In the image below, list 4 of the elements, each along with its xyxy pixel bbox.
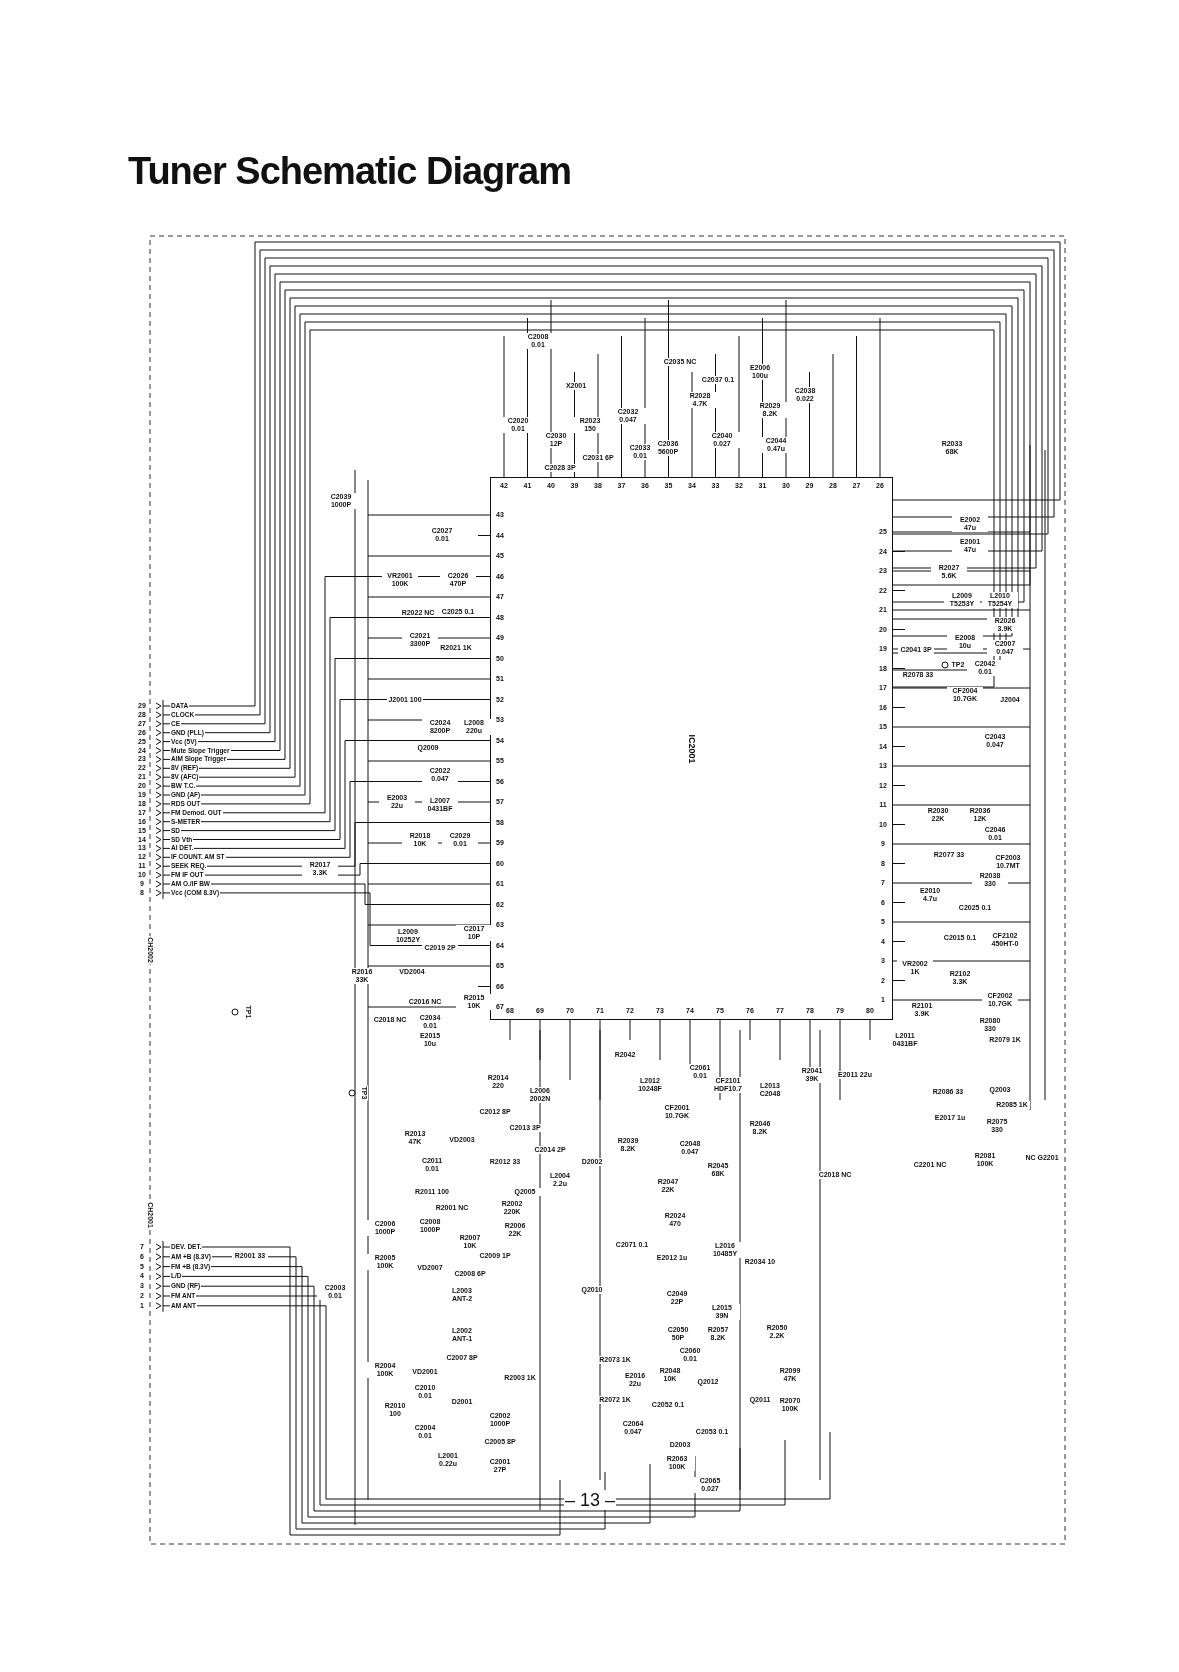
chip-label: IC2001 — [686, 734, 697, 763]
page-title: Tuner Schematic Diagram — [128, 150, 571, 193]
page-number: – 13 – — [564, 1490, 616, 1510]
ic-chip — [490, 477, 893, 1020]
